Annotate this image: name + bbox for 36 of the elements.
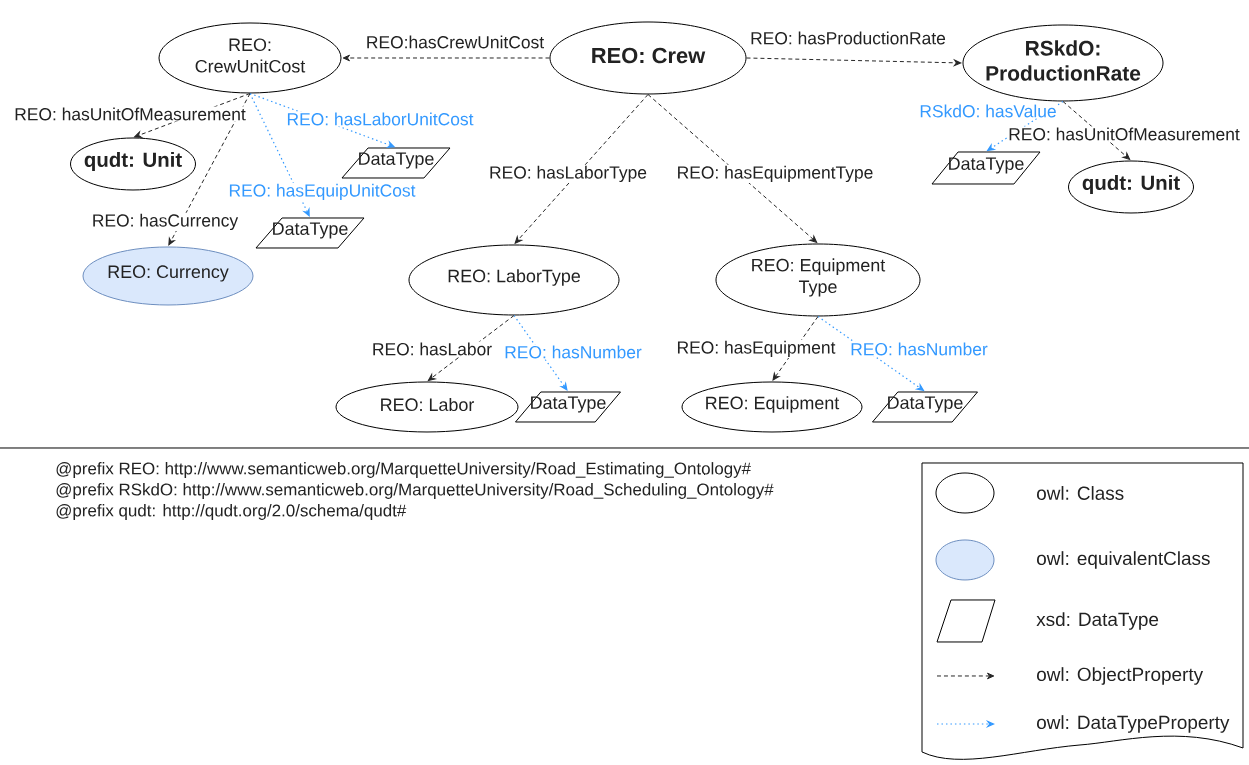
legend-text: owl: Class [1037, 486, 1124, 500]
edge-label: REO: hasUnitOfMeasurement [13, 106, 247, 122]
edge-label: REO: hasLaborType [488, 164, 648, 184]
arrow [168, 93, 251, 246]
legend-text: owl: equivalentClass [1037, 551, 1210, 569]
prefix-text: @prefix REO: http://www.semanticweb.org/MarquetteUniversity/Road_Estimating_Ontology# [56, 462, 751, 478]
arrow [746, 57, 962, 67]
edge-label: REO: hasLabor [370, 341, 494, 357]
prefix-text: @prefix qudt: http://qudt.org/2.0/schema/qudt# [56, 504, 407, 520]
edge-label: REO: hasEquipUnitCost [227, 182, 417, 202]
arrow [427, 315, 515, 381]
datatype-parallelogram: DataType [515, 391, 621, 423]
legend-text: xsd: DataType [1036, 612, 1159, 630]
edge-label: REO: hasEquipmentType [675, 164, 875, 184]
edge-label: REO: hasLaborUnitCost [285, 111, 475, 127]
arrow [514, 94, 649, 244]
legend-text: owl: ObjectProperty [1037, 667, 1204, 685]
arrow [647, 94, 818, 243]
legend-text: owl: DataTypeProperty [1037, 715, 1230, 733]
arrow [1062, 101, 1131, 160]
edge-label: REO: hasNumber [503, 344, 643, 360]
datatype-parallelogram: DataType [872, 391, 978, 423]
datatype-parallelogram: DataType [931, 151, 1041, 185]
edge-label: REO: hasProductionRate [749, 30, 947, 46]
edge-label: REO: hasNumber [849, 341, 989, 357]
edge-label: REO: hasUnitOfMeasurement [1007, 126, 1241, 142]
datatype-parallelogram: DataType [255, 217, 365, 249]
edge-label: REO: hasEquipment [675, 339, 837, 359]
edge-label: RSkdO: hasValue [918, 103, 1058, 119]
edge-label: REO:hasCrewUnitCost [364, 34, 546, 50]
datatype-parallelogram: DataType [341, 147, 451, 179]
arrow [772, 316, 819, 381]
arrow [342, 54, 550, 62]
prefix-text: @prefix RSkdO: http://www.semanticweb.org/MarquetteUniversity/Road_Scheduling_Ontology# [56, 483, 774, 499]
arrow [134, 93, 251, 138]
edge-label: REO: hasCurrency [90, 212, 240, 232]
